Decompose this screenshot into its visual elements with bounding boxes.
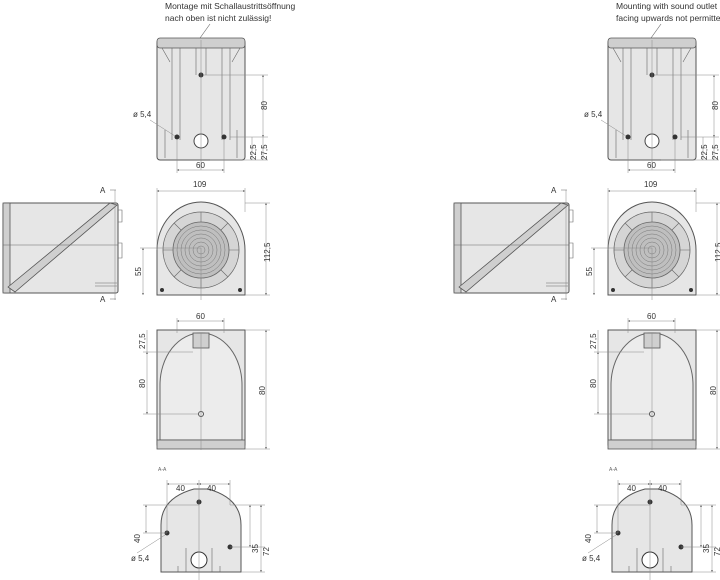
section-label-a-a: A-A: [158, 467, 167, 473]
dim-22-5: 22,5: [700, 144, 709, 160]
dim-40-vertical: 40: [133, 534, 142, 543]
dim-22-5: 22,5: [249, 144, 258, 160]
hole-diameter-label: ø 5,4: [584, 110, 603, 119]
mounting-note-line2: facing upwards not permitted: [616, 13, 720, 23]
mounting-note-line2: nach oben ist nicht zulässig!: [165, 13, 271, 23]
side-view: A A: [2, 186, 123, 304]
section-label-a-a: A-A: [609, 467, 618, 473]
rear-view: 60 27,5 80 80 A-A: [589, 312, 720, 473]
rear-view: 60 27,5 80 80 A-A: [138, 312, 270, 473]
dim-80-right: 80: [709, 386, 718, 395]
section-marker-a-top: A: [100, 186, 106, 195]
dim-40-left: 40: [176, 484, 185, 493]
mounting-note-line1: Montage mit Schallaustrittsöffnung: [165, 1, 296, 11]
dim-width-109: 109: [193, 180, 207, 189]
section-marker-a-top: A: [551, 186, 557, 195]
section-marker-a-bottom: A: [551, 295, 557, 304]
dim-80: 80: [711, 101, 720, 110]
note-leader-line: [650, 23, 662, 39]
dim-60: 60: [647, 312, 656, 321]
section-a-a-view: 40 40 40 35 72 ø 5,4: [582, 480, 720, 580]
dim-80: 80: [260, 101, 269, 110]
dim-40-right: 40: [658, 484, 667, 493]
drawing-set-german: Montage mit Schallaustrittsöffnung nach …: [2, 1, 296, 580]
dim-27-5: 27,5: [138, 333, 147, 349]
dim-height-112-5: 112,5: [714, 242, 720, 262]
dim-80-left: 80: [138, 379, 147, 388]
dim-35: 35: [702, 544, 711, 553]
drawing-set-english: Mounting with sound outlet facing upward…: [453, 1, 720, 580]
dim-80-right: 80: [258, 386, 267, 395]
dim-40-left: 40: [627, 484, 636, 493]
top-view: 80 22,5 27,5 60 ø 5,4: [133, 37, 269, 173]
front-view: 109 112,5 55: [585, 180, 720, 300]
dim-72: 72: [713, 547, 720, 556]
hole-diameter-label: ø 5,4: [582, 554, 601, 563]
hole-diameter-label: ø 5,4: [131, 554, 150, 563]
dim-27-5: 27,5: [589, 333, 598, 349]
dim-width-109: 109: [644, 180, 658, 189]
dim-80-left: 80: [589, 379, 598, 388]
dim-40-vertical: 40: [584, 534, 593, 543]
section-a-a-view: 40 40 40 35 72 ø 5,4: [131, 480, 271, 580]
note-leader-line: [199, 23, 211, 39]
dim-60: 60: [196, 161, 205, 170]
dim-center-55: 55: [585, 267, 594, 276]
section-marker-a-bottom: A: [100, 295, 106, 304]
dim-27-5: 27,5: [260, 144, 269, 160]
dim-40-right: 40: [207, 484, 216, 493]
dim-27-5: 27,5: [711, 144, 720, 160]
top-view: 80 22,5 27,5 60 ø 5,4: [584, 37, 720, 173]
dim-center-55: 55: [134, 267, 143, 276]
dim-60: 60: [196, 312, 205, 321]
front-view: 109 112,5 55: [134, 180, 272, 300]
hole-diameter-label: ø 5,4: [133, 110, 152, 119]
dim-35: 35: [251, 544, 260, 553]
dim-72: 72: [262, 547, 271, 556]
mounting-note-line1: Mounting with sound outlet: [616, 1, 718, 11]
side-view: A A: [453, 186, 574, 304]
dim-height-112-5: 112,5: [263, 242, 272, 262]
dim-60: 60: [647, 161, 656, 170]
